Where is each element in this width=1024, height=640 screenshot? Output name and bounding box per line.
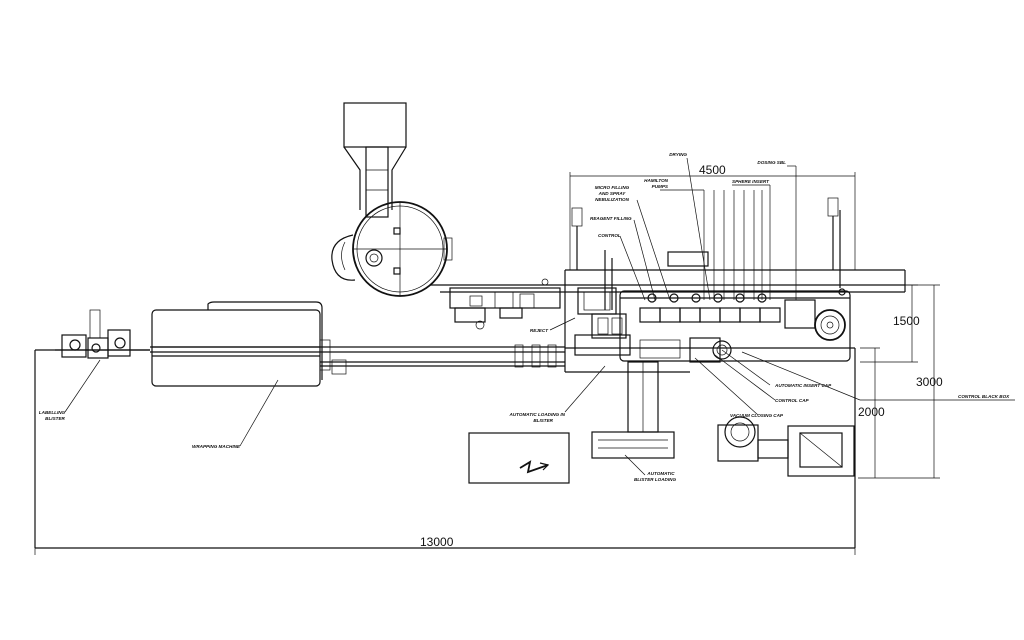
dim-height-1500: 1500 bbox=[893, 314, 920, 328]
floor-outline bbox=[34, 269, 905, 549]
hopper-assembly bbox=[343, 102, 407, 218]
label-automatic-blister-1: AUTOMATIC bbox=[646, 471, 675, 476]
control-cabinet bbox=[468, 432, 570, 484]
capping-station bbox=[591, 361, 855, 477]
label-dosing-sbl: DOSING SBL bbox=[757, 160, 786, 165]
label-control-cap: CONTROL CAP bbox=[775, 398, 810, 403]
main-conveyor bbox=[150, 270, 906, 368]
label-automatic-blister-2: BLISTER LOADING bbox=[634, 477, 677, 482]
label-control: CONTROL bbox=[598, 233, 621, 238]
label-hamilton-pumps-1: HAMILTON bbox=[644, 178, 668, 183]
label-automatic-loading-2: BLISTER bbox=[533, 418, 553, 423]
label-wrapping-machine: WRAPPING MACHINE bbox=[192, 444, 241, 449]
label-vacuum-closing-cap: VACUUM CLOSING CAP bbox=[730, 413, 784, 418]
label-control-black-box: CONTROL BLACK BOX bbox=[958, 394, 1010, 399]
label-automatic-loading-1: AUTOMATIC LOADING IN bbox=[509, 412, 566, 417]
label-drying: DRYING bbox=[669, 152, 687, 157]
label-labelling-1: LABELLING bbox=[39, 410, 66, 415]
wrapping-machine bbox=[151, 301, 347, 387]
label-micro-filling-2: AND SPRAY bbox=[598, 191, 627, 196]
dim-height-3000: 3000 bbox=[916, 375, 943, 389]
label-hamilton-pumps-2: PUMPS bbox=[652, 184, 669, 189]
dim-height-2000: 2000 bbox=[858, 405, 885, 419]
label-micro-filling-3: NEBULIZATION bbox=[595, 197, 630, 202]
rotary-table bbox=[331, 201, 453, 297]
label-reject: REJECT bbox=[530, 328, 549, 333]
label-automatic-insert-cap: AUTOMATIC INSERT CAP bbox=[774, 383, 832, 388]
dim-overall-length: 13000 bbox=[420, 535, 454, 549]
label-sphere-insert: SPHERE INSERT bbox=[732, 179, 770, 184]
labelling-machine bbox=[55, 309, 150, 359]
process-module bbox=[571, 197, 851, 363]
label-reagent-filling: REAGENT FILLING bbox=[590, 216, 632, 221]
label-micro-filling-1: MICRO FILLING bbox=[595, 185, 630, 190]
dim-zone-width: 4500 bbox=[699, 163, 726, 177]
leader-lines bbox=[64, 157, 1015, 476]
label-labelling-2: BLISTER bbox=[45, 416, 65, 421]
dimension-lines bbox=[34, 172, 940, 555]
